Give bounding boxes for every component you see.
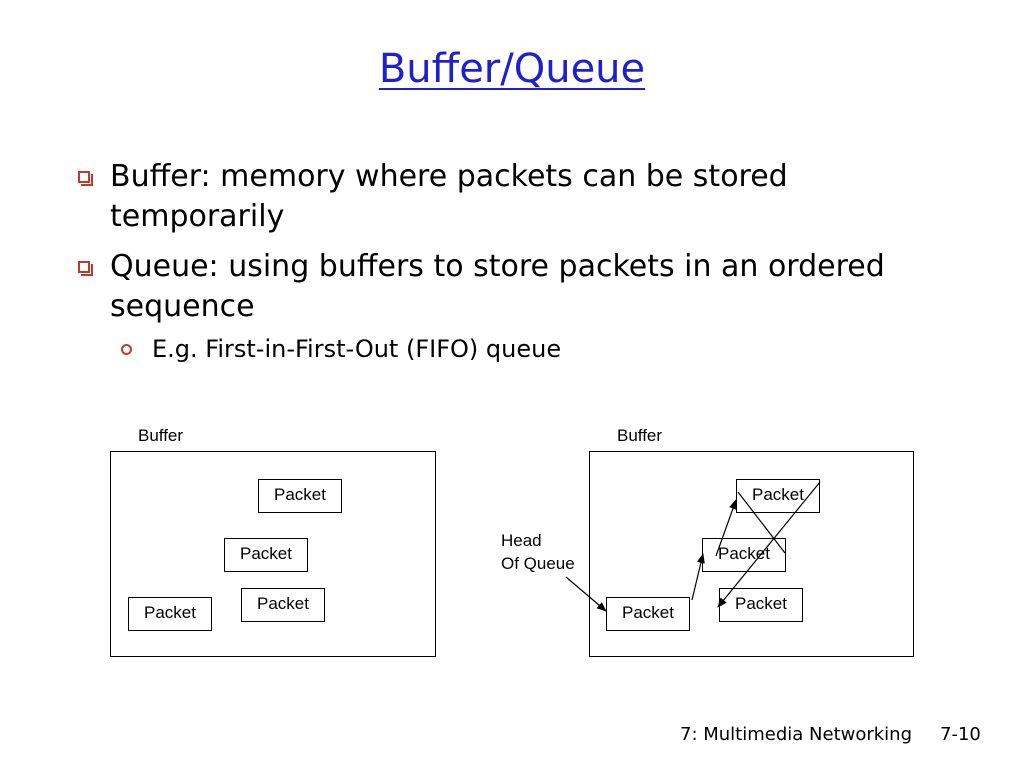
square-bullet-icon [78,261,93,276]
slide-title: Buffer/Queue [378,46,646,92]
bullet-item: Buffer: memory where packets can be stor… [76,157,896,237]
circle-bullet-icon [121,344,132,355]
bullet-item: Queue: using buffers to store packets in… [76,247,896,327]
sub-bullet-text: E.g. First-in-First-Out (FIFO) queue [152,335,562,363]
footer-chapter: 7: Multimedia Networking [680,724,913,745]
queue-link-arrow [715,499,737,557]
head-label-line2: Of Queue [501,554,575,573]
packet-box: Packet [719,588,803,622]
queue-link-arrow [691,553,705,601]
head-pointer-arrow [565,576,607,612]
packet-box: Packet [128,597,212,631]
bullet-list: Buffer: memory where packets can be stor… [76,157,896,365]
packet-box: Packet [606,597,690,631]
packet-box: Packet [241,588,325,622]
packet-box: Packet [258,479,342,513]
buffer-label-right: Buffer [617,426,663,445]
queue-link-arrow [737,491,786,554]
sub-bullet-item: E.g. First-in-First-Out (FIFO) queue [76,333,896,365]
packet-box: Packet [224,538,308,572]
bullet-text: Queue: using buffers to store packets in… [110,249,885,324]
bullet-text: Buffer: memory where packets can be stor… [110,159,788,234]
buffer-label-left: Buffer [138,426,184,445]
head-label-line1: Head [501,531,542,550]
footer-page-number: 7-10 [940,724,981,745]
square-bullet-icon [78,171,93,186]
queue-link-arrow [717,481,821,608]
